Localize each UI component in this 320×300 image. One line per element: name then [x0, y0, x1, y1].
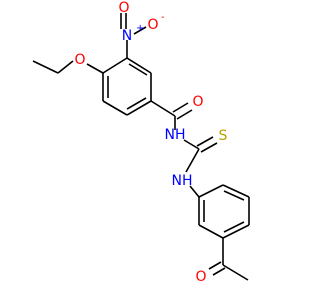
- structure-canvas: O N + O - O O NH S NH O: [32, 0, 250, 285]
- charge-plus: +: [136, 23, 144, 34]
- atom-o-amide: O: [192, 94, 203, 110]
- atom-o-nitro-right: O: [147, 17, 158, 33]
- molecule-structure: O N + O - O O NH S NH O: [32, 0, 250, 285]
- atom-n-nitro: N: [122, 28, 132, 44]
- atom-o-nitro-top: O: [118, 0, 129, 16]
- charge-minus: -: [161, 12, 165, 23]
- atom-o-ether: O: [74, 52, 85, 68]
- atom-nh-amide: NH: [165, 127, 186, 143]
- atom-nh-anilino: NH: [172, 173, 193, 189]
- atom-labels: O N + O - O O NH S NH O: [74, 0, 227, 285]
- atom-o-acetyl: O: [195, 269, 206, 285]
- atom-s-thio: S: [219, 128, 228, 144]
- bond-lines: [32, 13, 250, 281]
